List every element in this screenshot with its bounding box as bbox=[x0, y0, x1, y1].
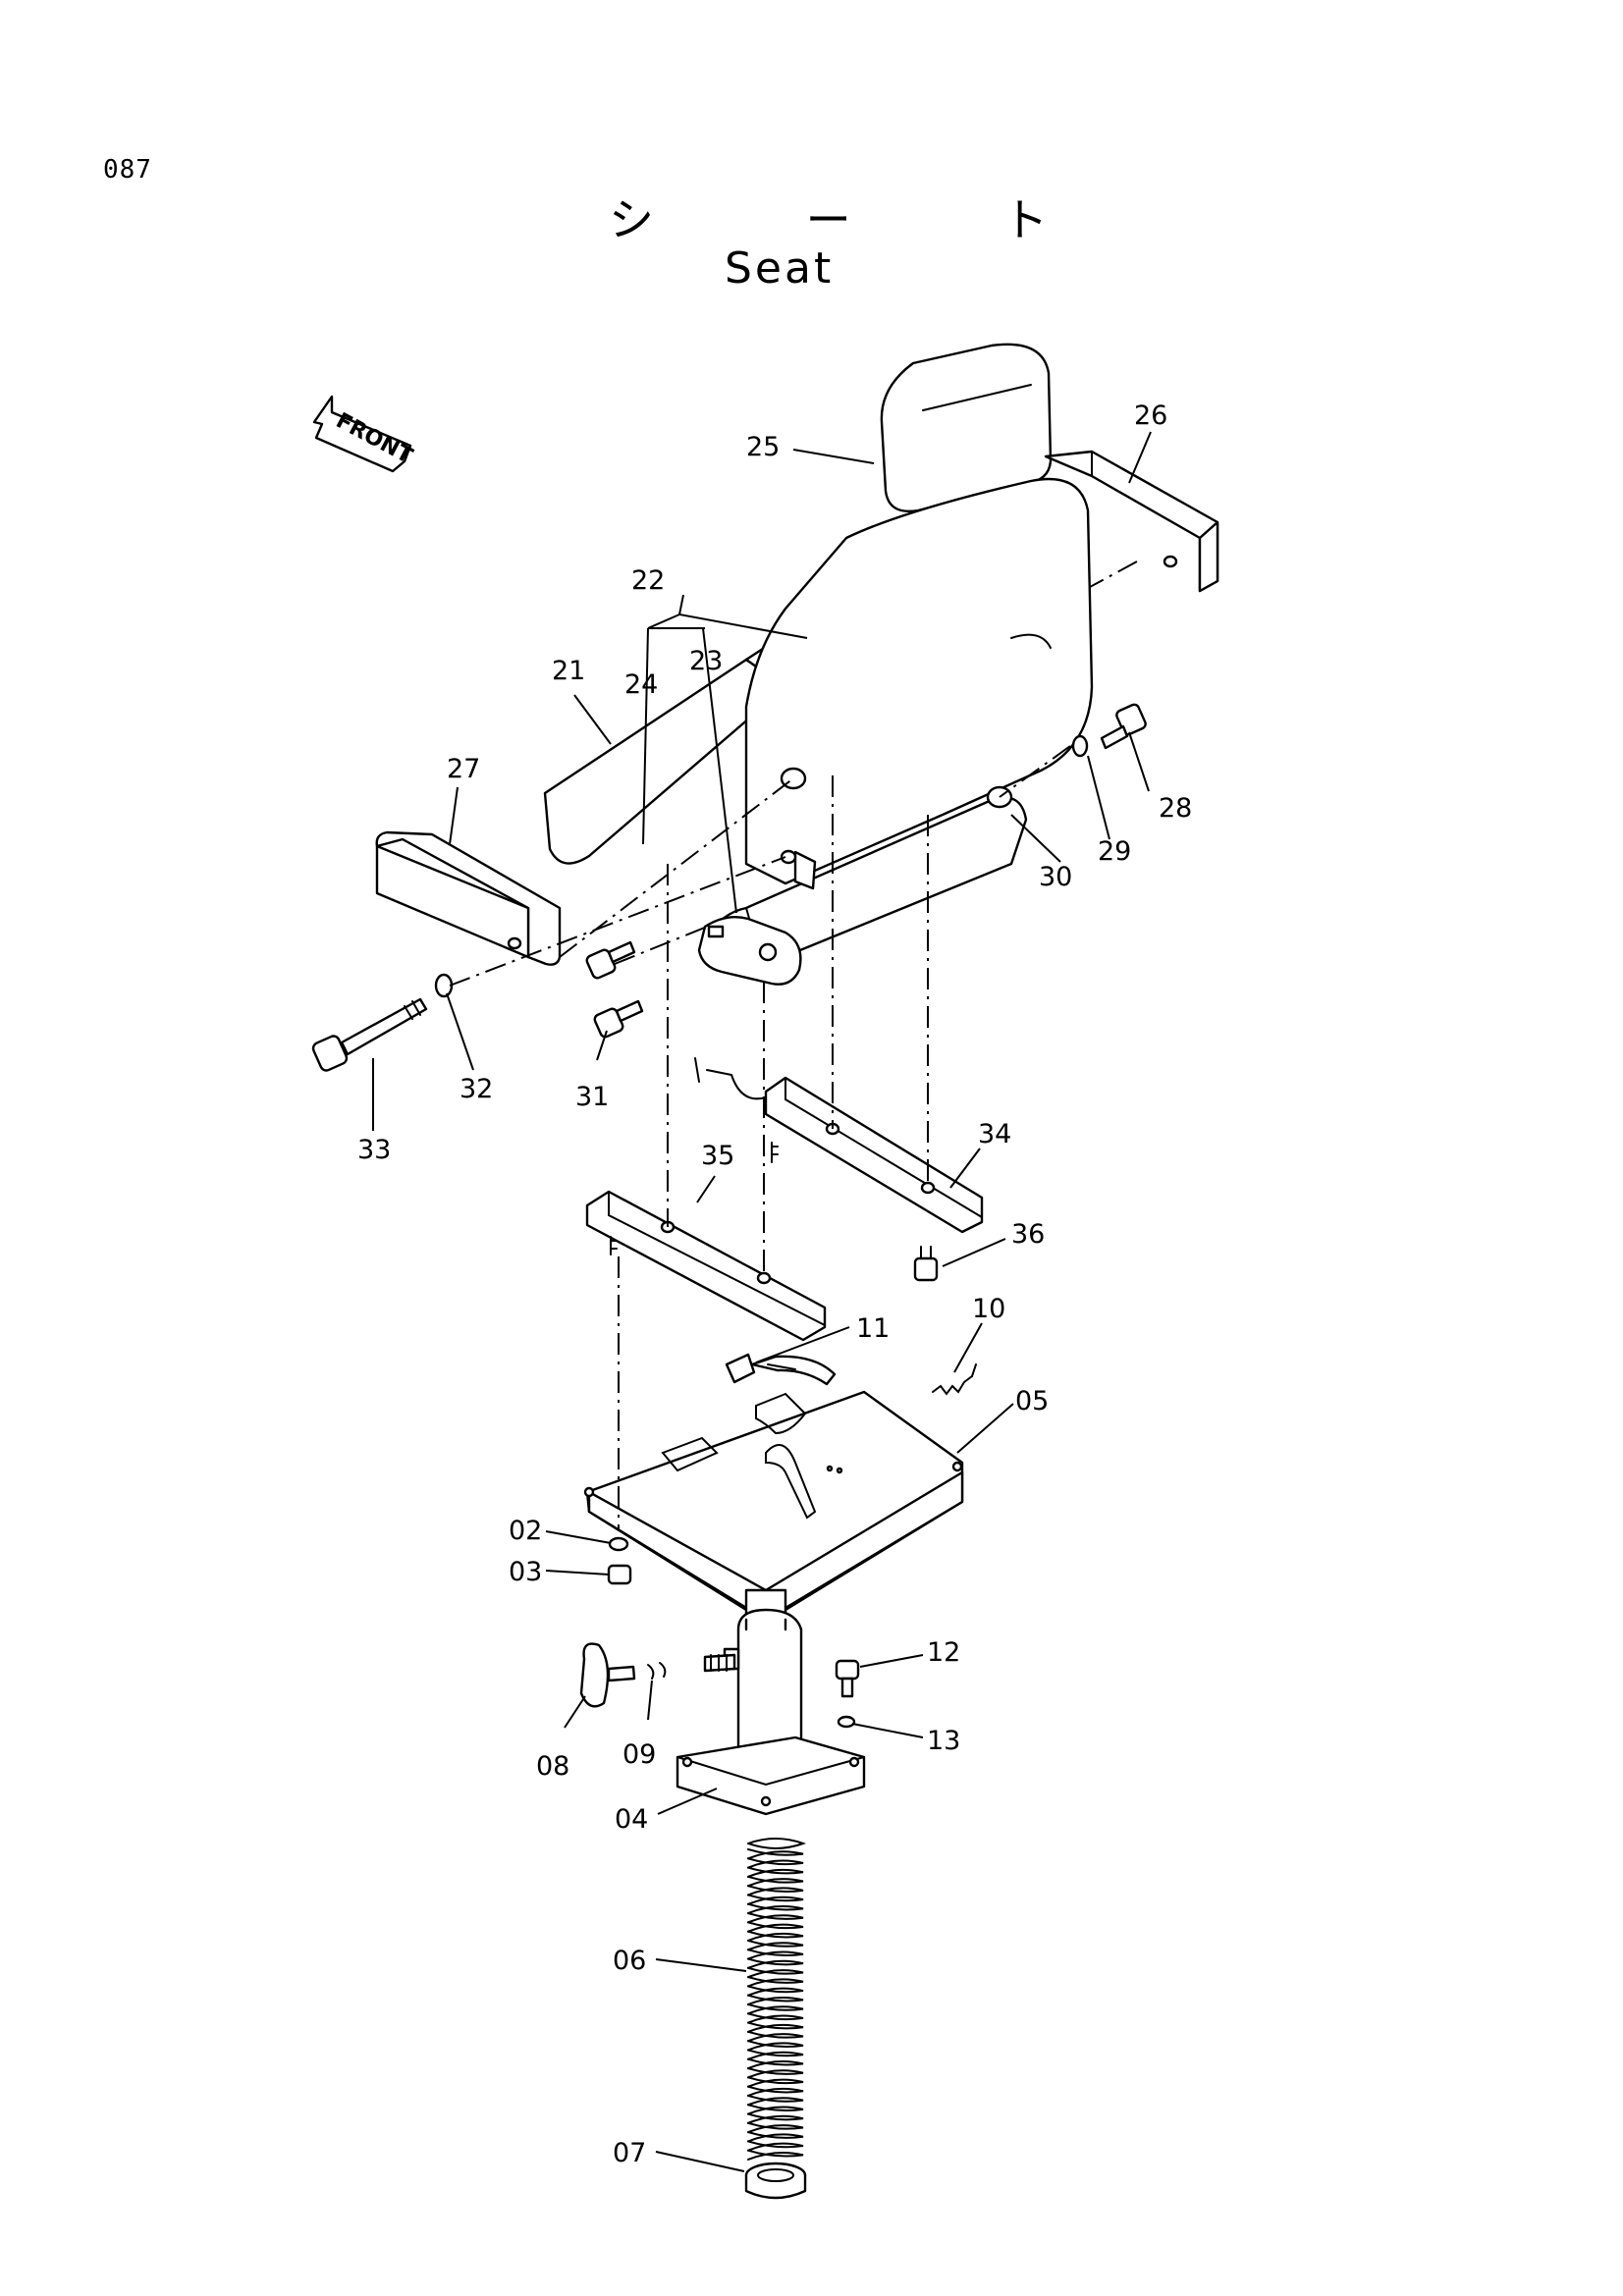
bolt-33 bbox=[311, 997, 428, 1072]
spring-coil-turn bbox=[747, 1921, 804, 1933]
washer-02 bbox=[608, 1536, 629, 1552]
slide-rail-34 bbox=[694, 1057, 984, 1234]
assembly-line bbox=[1089, 561, 1138, 588]
title-english: Seat bbox=[725, 243, 835, 294]
part-label-26: 26 bbox=[1134, 400, 1167, 431]
part-label-32: 32 bbox=[460, 1074, 493, 1104]
part-label-22: 22 bbox=[631, 565, 665, 596]
spring-coil-turn bbox=[747, 1930, 804, 1942]
armrest-left-part bbox=[375, 830, 562, 966]
spring-coil-turn bbox=[747, 2030, 804, 2043]
part-label-06: 06 bbox=[613, 1946, 646, 1976]
bolt-28 bbox=[1100, 703, 1147, 750]
spring-coil-turn bbox=[747, 1866, 804, 1878]
part-label-11: 11 bbox=[856, 1313, 890, 1344]
slide-rail-35 bbox=[585, 1190, 827, 1342]
part-label-07: 07 bbox=[613, 2138, 646, 2168]
spring-coil-turn bbox=[747, 1885, 804, 1896]
spring-coil-turn bbox=[747, 2049, 804, 2060]
spring-coil-turn bbox=[747, 1894, 804, 1905]
part-label-03: 03 bbox=[509, 1557, 542, 1587]
spring-coil-turn bbox=[747, 2021, 804, 2033]
washer-29 bbox=[1071, 734, 1089, 758]
title-japanese: シ ー ト bbox=[609, 193, 1117, 246]
assembly-line bbox=[559, 777, 794, 958]
spring-coil-turn bbox=[747, 2149, 804, 2161]
washer-32 bbox=[434, 973, 454, 998]
knob-08 bbox=[579, 1642, 667, 1708]
spring-coil-turn bbox=[747, 2076, 804, 2088]
part-label-05: 05 bbox=[1015, 1386, 1049, 1416]
washer-13 bbox=[837, 1715, 856, 1729]
bolt-36 bbox=[913, 1246, 939, 1282]
lever-11 bbox=[725, 1353, 837, 1386]
spring-coil-turn bbox=[747, 1902, 804, 1915]
part-label-28: 28 bbox=[1159, 793, 1192, 824]
spring-coil-turn bbox=[747, 1957, 804, 1969]
spring-coil-turn bbox=[747, 1939, 804, 1951]
threaded-pin bbox=[703, 1653, 736, 1673]
spring-coil-turn bbox=[747, 1985, 804, 1997]
spring-coil-turn bbox=[747, 2140, 804, 2152]
spring-coil-turn bbox=[747, 1912, 804, 1924]
page-number: 087 bbox=[103, 155, 152, 185]
spring-10 bbox=[932, 1363, 977, 1396]
spring-coil-turn bbox=[747, 2067, 804, 2079]
nut-03 bbox=[607, 1564, 632, 1585]
part-label-10: 10 bbox=[972, 1294, 1005, 1324]
part-label-08: 08 bbox=[536, 1751, 569, 1782]
spring-cap-07 bbox=[744, 2162, 807, 2200]
spring-coil-turn bbox=[747, 1949, 804, 1960]
part-label-25: 25 bbox=[746, 432, 780, 462]
part-label-27: 27 bbox=[447, 754, 480, 784]
spring-coil-turn bbox=[747, 1875, 804, 1888]
spring-coil-turn bbox=[747, 2131, 804, 2143]
spring-coil-turn bbox=[747, 2104, 804, 2115]
spring-coil-turn bbox=[747, 1994, 804, 2005]
spring-coil-turn bbox=[747, 1966, 804, 1979]
part-label-09: 09 bbox=[622, 1739, 656, 1770]
part-label-36: 36 bbox=[1011, 1219, 1045, 1250]
part-label-24: 24 bbox=[624, 669, 658, 700]
part-label-13: 13 bbox=[927, 1726, 960, 1756]
spring-coil-turn bbox=[747, 1848, 804, 1860]
part-label-21: 21 bbox=[552, 656, 585, 686]
part-label-12: 12 bbox=[927, 1637, 960, 1668]
spring-coil-turn bbox=[747, 2094, 804, 2107]
seat-cushion-backrest-part bbox=[543, 477, 1094, 959]
part-label-02: 02 bbox=[509, 1516, 542, 1546]
assembly-line bbox=[999, 745, 1071, 798]
assembly-line bbox=[614, 926, 708, 965]
part-label-29: 29 bbox=[1098, 836, 1131, 867]
spring-coil-turn bbox=[747, 2003, 804, 2015]
spring-coil-turn bbox=[747, 2112, 804, 2124]
spring-coil-turn bbox=[747, 2012, 804, 2024]
part-label-04: 04 bbox=[615, 1804, 648, 1835]
spring-coil-turn bbox=[747, 2121, 804, 2134]
part-label-34: 34 bbox=[978, 1119, 1011, 1149]
leader-lines bbox=[372, 431, 1152, 2172]
spring-coil-turn bbox=[747, 1857, 804, 1869]
part-label-23: 23 bbox=[689, 646, 723, 676]
part-label-35: 35 bbox=[701, 1141, 734, 1171]
spring-coil-turn bbox=[747, 2085, 804, 2097]
part-label-33: 33 bbox=[357, 1135, 391, 1165]
stud bbox=[610, 1236, 618, 1255]
bolt-31 bbox=[593, 999, 644, 1039]
stud bbox=[771, 1142, 779, 1163]
bolt-24 bbox=[585, 940, 636, 980]
seat-base-plate-05 bbox=[583, 1390, 964, 1622]
coil-spring-06 bbox=[747, 1838, 806, 2161]
bolt-12 bbox=[835, 1659, 860, 1698]
seat-column-04 bbox=[676, 1588, 866, 1816]
spring-coil-turn bbox=[747, 2057, 804, 2070]
part-label-31: 31 bbox=[575, 1082, 609, 1112]
slide-lock-assembly bbox=[697, 916, 802, 986]
front-direction-arrow: FRONT bbox=[312, 395, 416, 473]
spring-coil-turn bbox=[747, 1976, 804, 1988]
part-label-30: 30 bbox=[1039, 862, 1072, 892]
spring-coil-turn bbox=[747, 2040, 804, 2052]
